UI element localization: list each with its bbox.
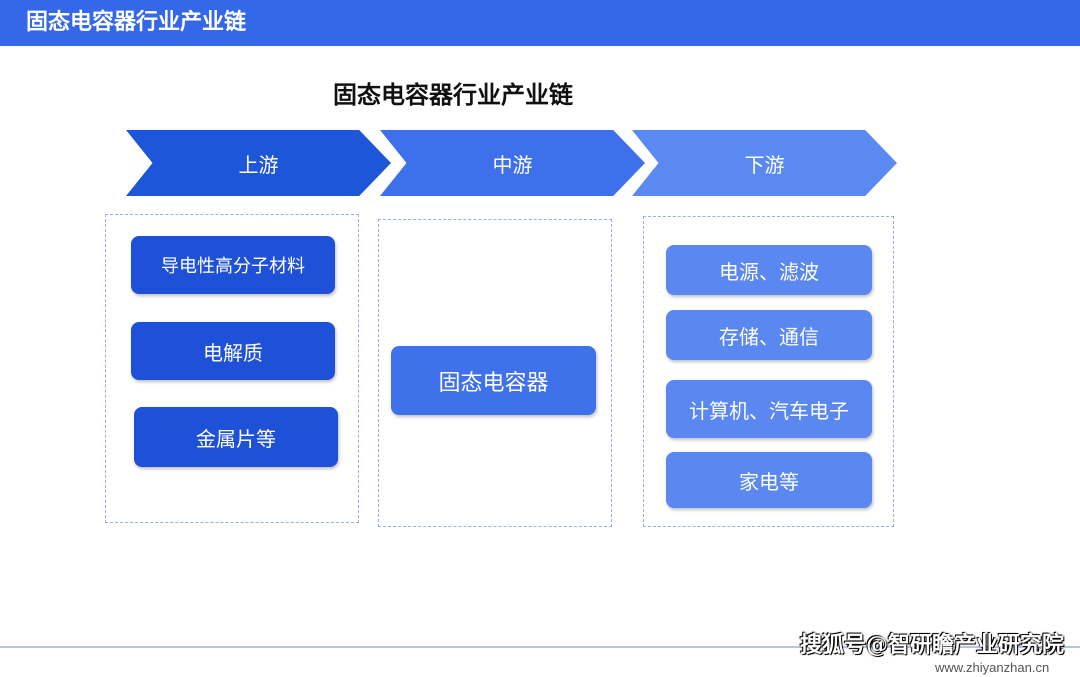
downstream-item: 计算机、汽车电子 bbox=[666, 380, 872, 438]
downstream-panel bbox=[643, 216, 894, 527]
downstream-item: 家电等 bbox=[666, 452, 872, 508]
upstream-panel bbox=[105, 214, 359, 523]
upstream-item: 导电性高分子材料 bbox=[131, 236, 335, 294]
header-title: 固态电容器行业产业链 bbox=[26, 9, 247, 35]
stage-label: 中游 bbox=[492, 152, 533, 177]
downstream-item: 电源、滤波 bbox=[666, 245, 872, 295]
stage-upstream: 上游 bbox=[126, 130, 391, 196]
footer-url: www.zhiyanzhan.cn bbox=[935, 660, 1050, 675]
header-bar: 固态电容器行业产业链 bbox=[0, 0, 1080, 46]
diagram-title: 固态电容器行业产业链 bbox=[333, 80, 573, 109]
midstream-item: 固态电容器 bbox=[391, 346, 596, 415]
footer-divider bbox=[0, 646, 1080, 648]
stage-label: 上游 bbox=[238, 152, 279, 177]
upstream-item: 金属片等 bbox=[134, 407, 338, 467]
downstream-item: 存储、通信 bbox=[666, 310, 872, 360]
stage-midstream: 中游 bbox=[380, 130, 645, 196]
footer-credit: 搜狐号@智研瞻产业研究院 bbox=[800, 632, 1065, 658]
midstream-panel bbox=[378, 219, 612, 527]
stage-label: 下游 bbox=[744, 152, 785, 177]
upstream-item: 电解质 bbox=[131, 322, 335, 380]
stage-downstream: 下游 bbox=[632, 130, 897, 196]
